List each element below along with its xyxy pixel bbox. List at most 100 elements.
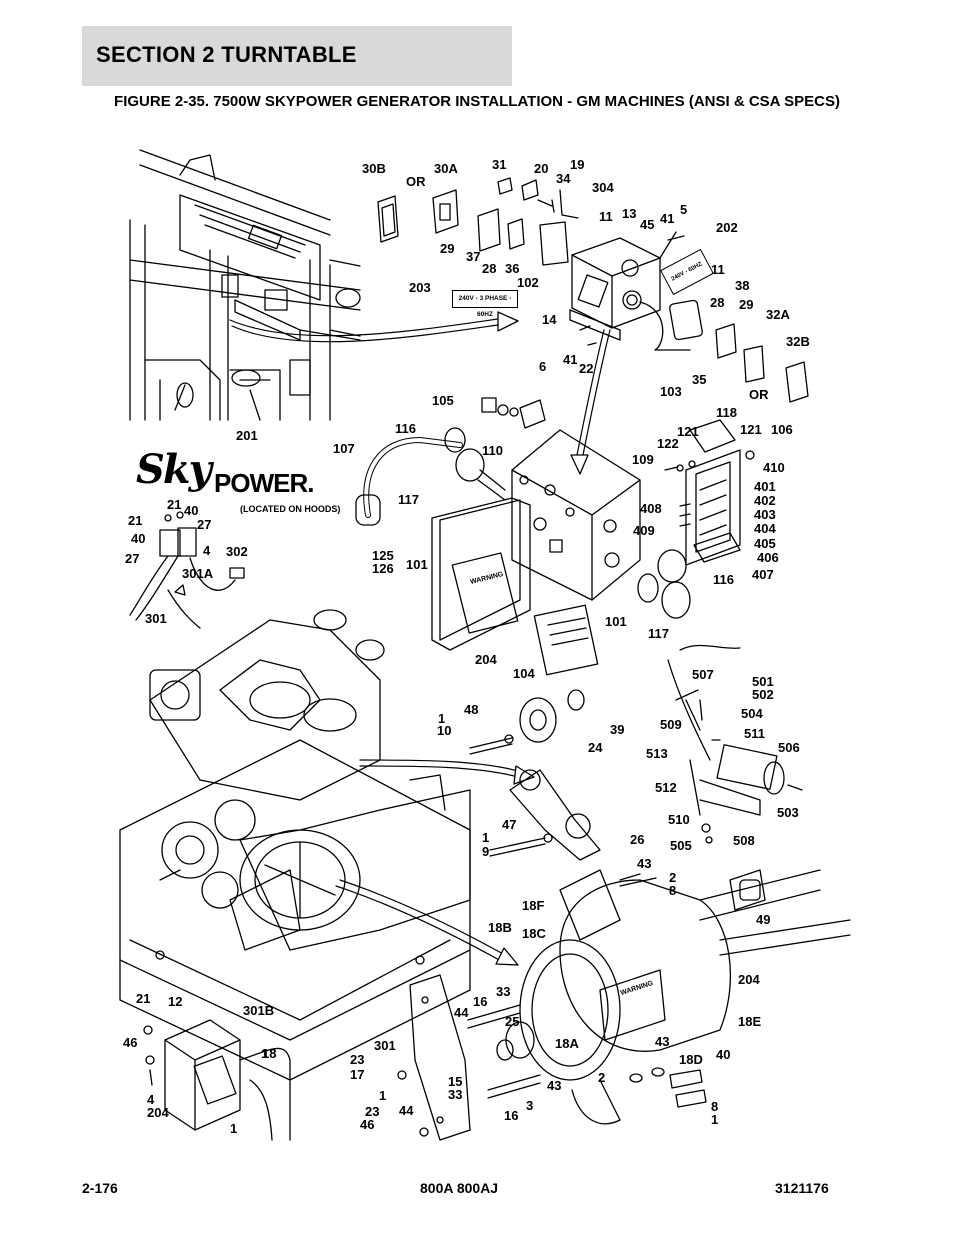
callout-label: 118 — [716, 405, 737, 420]
callout-label: 121 — [677, 424, 699, 439]
callout-label: 125 — [372, 548, 394, 563]
callout-label: 4 — [147, 1092, 155, 1107]
callout-label: 122 — [657, 436, 679, 451]
callout-label: 110 — [482, 443, 503, 458]
callout-label: 1 — [438, 711, 446, 726]
callout-label: 408 — [640, 501, 662, 516]
callout-label: 502 — [752, 687, 774, 702]
section-header: SECTION 2 TURNTABLE — [82, 26, 512, 86]
callout-label: 107 — [333, 441, 355, 456]
terminal-block — [664, 419, 755, 566]
callout-label: 501 — [752, 674, 774, 689]
callout-label: 25 — [505, 1014, 520, 1029]
callout-label: 41 — [563, 352, 578, 367]
callout-label: 18B — [488, 920, 512, 935]
callout-label: 44 — [454, 1005, 469, 1020]
callout-label: 18 — [262, 1046, 277, 1061]
callout-label: 3 — [526, 1098, 534, 1113]
callout-label: 1 — [482, 830, 490, 845]
callout-label: 33 — [448, 1087, 463, 1102]
callout-label: 38 — [735, 278, 750, 293]
switch-covers — [377, 177, 579, 266]
callout-label: 202 — [716, 220, 738, 235]
callout-label: 32A — [766, 307, 790, 322]
callout-label: 109 — [632, 452, 654, 467]
callout-label: 8 — [711, 1099, 719, 1114]
callout-label: 510 — [668, 812, 690, 827]
callout-label: 116 — [395, 421, 416, 436]
callout-label: 403 — [754, 507, 776, 522]
callout-label: 117 — [398, 492, 419, 507]
callout-label: 31 — [492, 157, 507, 172]
callout-label: 45 — [640, 217, 655, 232]
callout-label: 201 — [236, 428, 258, 443]
callout-label: 405 — [754, 536, 776, 551]
callout-label: 21 — [128, 513, 143, 528]
callout-label: 117 — [648, 626, 669, 641]
callout-label: OR — [749, 387, 769, 402]
callout-label: 105 — [432, 393, 454, 408]
callout-label: 104 — [513, 666, 535, 681]
callout-label: 40 — [184, 503, 199, 518]
callout-label: 2 — [669, 870, 677, 885]
engine-assembly — [119, 609, 471, 1081]
callout-label: 1 — [711, 1112, 719, 1127]
solenoid-group — [667, 644, 803, 844]
callout-label: 13 — [622, 206, 637, 221]
callout-label: 28 — [710, 295, 725, 310]
callout-label: 37 — [466, 249, 481, 264]
callout-label: 30A — [434, 161, 458, 176]
callout-label: 508 — [733, 833, 755, 848]
callout-label: 46 — [360, 1117, 375, 1132]
callout-label: 33 — [496, 984, 511, 999]
callout-label: 40 — [716, 1047, 731, 1062]
callout-label: 409 — [633, 523, 655, 538]
callout-label: 20 — [534, 161, 549, 176]
callout-label: 406 — [757, 550, 779, 565]
callout-label: 39 — [610, 722, 625, 737]
enclosure-12 — [143, 1019, 291, 1141]
callout-label: 506 — [778, 740, 800, 755]
callout-label: 203 — [409, 280, 431, 295]
callout-label: 503 — [777, 805, 799, 820]
callout-label: 48 — [464, 702, 479, 717]
callout-label: 21 — [167, 497, 182, 512]
callout-label: 19 — [570, 157, 585, 172]
model-number: 800A 800AJ — [420, 1180, 499, 1196]
callout-label: 18D — [679, 1052, 703, 1067]
callout-label: 23 — [365, 1104, 380, 1119]
callout-label: 8 — [669, 883, 677, 898]
callout-label: 49 — [756, 912, 771, 927]
callout-label: 404 — [754, 521, 776, 536]
callout-label: 27 — [125, 551, 140, 566]
callout-label: 4 — [203, 543, 211, 558]
callout-label: 116 — [713, 572, 734, 587]
callout-label: 301A — [182, 566, 214, 581]
callout-label: 43 — [637, 856, 652, 871]
callout-label: 410 — [763, 460, 785, 475]
callout-label: 22 — [579, 361, 594, 376]
callout-label: 18C — [522, 926, 546, 941]
callout-label: 204 — [738, 972, 760, 987]
callout-label: 1 — [230, 1121, 238, 1136]
callout-label: 11 — [599, 209, 613, 224]
callout-label: 14 — [542, 312, 557, 327]
callout-label: 101 — [406, 557, 428, 572]
section-title: SECTION 2 TURNTABLE — [96, 42, 357, 67]
callout-label: 304 — [592, 180, 614, 195]
callout-label: 12 — [168, 994, 183, 1009]
callout-label: 24 — [588, 740, 603, 755]
skypower-logo: Sky POWER. (LOCATED ON HOODS) — [136, 446, 340, 514]
callout-label: 15 — [448, 1074, 463, 1089]
callout-label: 18A — [555, 1036, 579, 1051]
callout-label: 204 — [147, 1105, 169, 1120]
callout-label: 29 — [739, 297, 754, 312]
callout-label: 302 — [226, 544, 248, 559]
callout-label: 103 — [660, 384, 682, 399]
callout-label: 40 — [131, 531, 146, 546]
callout-label: 513 — [646, 746, 668, 761]
callout-label: OR — [406, 174, 426, 189]
junction-box-top — [569, 231, 809, 403]
generator — [467, 869, 851, 1125]
callout-label: 511 — [744, 726, 765, 741]
